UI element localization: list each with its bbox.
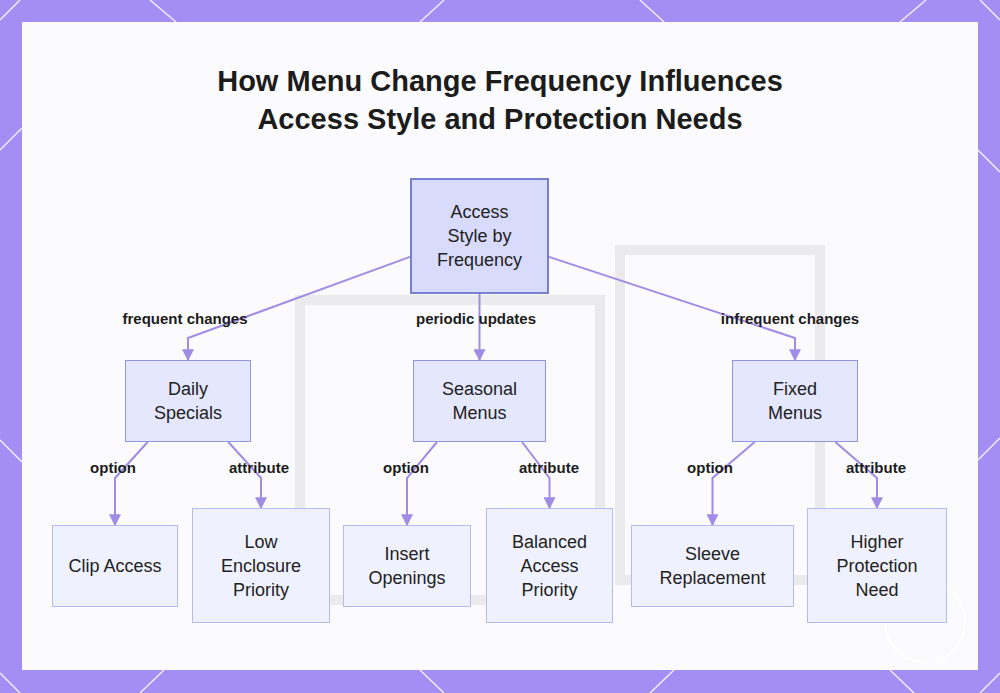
white-panel <box>22 22 978 670</box>
edge-label: attribute <box>519 459 579 476</box>
diagram-title: How Menu Change Frequency Influences Acc… <box>170 62 830 138</box>
connector <box>479 294 481 360</box>
edge-label: infrequent changes <box>721 310 859 327</box>
node-label: Balanced Access Priority <box>501 530 598 602</box>
connector <box>549 257 795 360</box>
edge-label: option <box>687 459 733 476</box>
node-label: Insert Openings <box>358 542 456 590</box>
node-label: Daily Specials <box>146 377 230 425</box>
category-box: Seasonal Menus <box>413 360 546 442</box>
connector <box>407 442 437 525</box>
detail-box: Insert Openings <box>343 525 471 607</box>
edge-label: option <box>90 459 136 476</box>
connector <box>188 257 410 360</box>
node-label: Seasonal Menus <box>434 377 525 425</box>
edge-label: periodic updates <box>416 310 536 327</box>
detail-box: Low Enclosure Priority <box>192 508 330 623</box>
detail-box: Balanced Access Priority <box>486 508 613 623</box>
connector <box>115 442 148 525</box>
node-label: Fixed Menus <box>753 377 837 425</box>
edge-label: attribute <box>846 459 906 476</box>
node-label: Higher Protection Need <box>822 530 932 602</box>
detail-box: Clip Access <box>52 525 178 607</box>
connector <box>713 442 755 525</box>
category-box: Fixed Menus <box>732 360 858 442</box>
node-label: Clip Access <box>68 554 161 578</box>
edge-label: option <box>383 459 429 476</box>
node-label: Access Style by Frequency <box>432 200 527 272</box>
detail-box: Higher Protection Need <box>807 508 947 623</box>
detail-box: Sleeve Replacement <box>631 525 794 607</box>
node-label: Sleeve Replacement <box>646 542 779 590</box>
edge-label: attribute <box>229 459 289 476</box>
node-label: Low Enclosure Priority <box>207 530 315 602</box>
edge-label: frequent changes <box>122 310 247 327</box>
category-box: Daily Specials <box>125 360 251 442</box>
root-box: Access Style by Frequency <box>410 178 549 294</box>
